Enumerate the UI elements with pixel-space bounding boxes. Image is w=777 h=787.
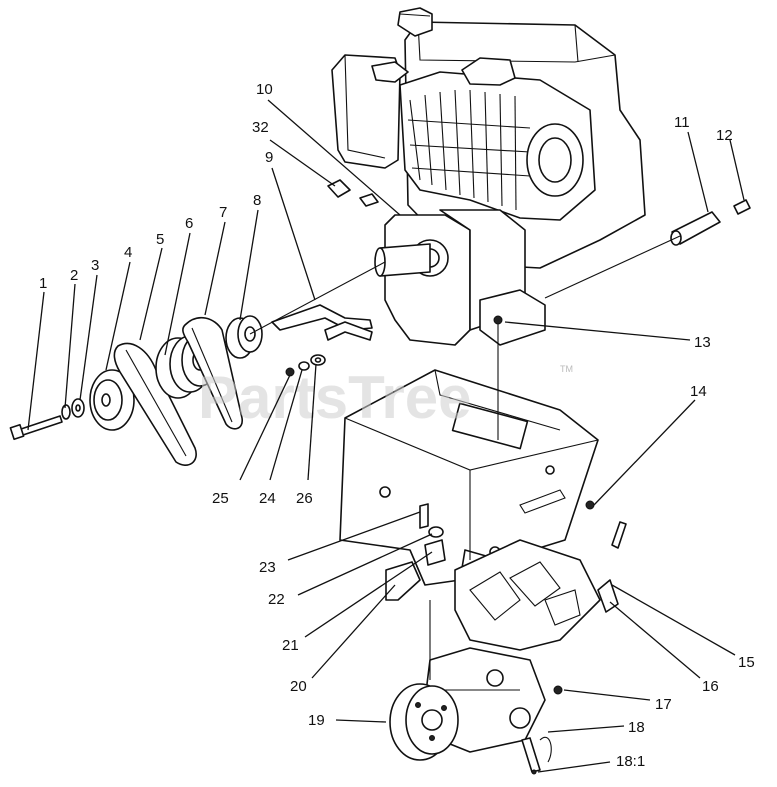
callout-10: 10 xyxy=(256,81,273,98)
lower-gear-housing xyxy=(385,503,627,775)
callout-18-1: 18:1 xyxy=(616,753,645,770)
callout-32: 32 xyxy=(252,119,269,136)
auger-pulley-belt-group xyxy=(9,315,263,466)
callout-23: 23 xyxy=(259,559,276,576)
callout-9: 9 xyxy=(265,149,273,166)
callout-25: 25 xyxy=(212,490,229,507)
leader-lines xyxy=(27,99,745,773)
callout-11: 11 xyxy=(674,114,690,131)
callout-19: 19 xyxy=(308,712,325,729)
callout-4: 4 xyxy=(124,244,132,261)
callout-3: 3 xyxy=(91,257,99,274)
callout-6: 6 xyxy=(185,215,193,232)
axle-shaft-group xyxy=(670,199,751,246)
watermark-text: PartsTree xyxy=(198,364,472,431)
callout-18: 18 xyxy=(628,719,645,736)
callout-15: 15 xyxy=(738,654,755,671)
assembly-lines xyxy=(249,235,681,680)
callout-24: 24 xyxy=(259,490,276,507)
callout-26: 26 xyxy=(296,490,313,507)
callout-13: 13 xyxy=(694,334,711,351)
callout-8: 8 xyxy=(253,192,261,209)
callout-16: 16 xyxy=(702,678,719,695)
engine xyxy=(331,7,646,346)
callout-17: 17 xyxy=(655,696,672,713)
callout-1: 1 xyxy=(39,275,47,292)
callout-21: 21 xyxy=(282,637,299,654)
callout-20: 20 xyxy=(290,678,307,695)
watermark-trademark: TM xyxy=(560,364,573,374)
frame-housing xyxy=(339,369,599,586)
callout-12: 12 xyxy=(716,127,733,144)
idler-bracket-group xyxy=(271,179,379,377)
callout-22: 22 xyxy=(268,591,285,608)
callout-14: 14 xyxy=(690,383,707,400)
callout-labels: 1 2 3 4 5 6 7 8 9 10 11 12 32 13 14 25 2… xyxy=(39,81,755,770)
callout-5: 5 xyxy=(156,231,164,248)
callout-7: 7 xyxy=(219,204,227,221)
callout-2: 2 xyxy=(70,267,78,284)
